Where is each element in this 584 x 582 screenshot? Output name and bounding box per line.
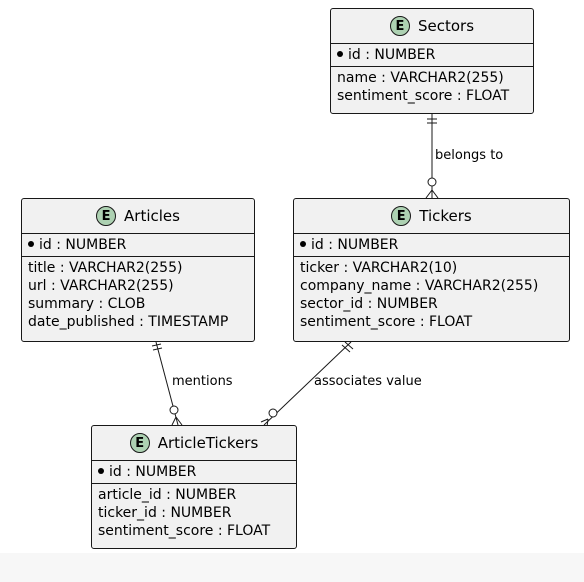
entity-icon: E [96, 206, 117, 226]
field-row: ticker : VARCHAR2(10) [300, 260, 458, 276]
field-row: company_name : VARCHAR2(255) [300, 278, 539, 294]
field-row: summary : CLOB [28, 296, 146, 312]
link-belongs-to [425, 114, 439, 199]
field-row: sentiment_score : FLOAT [337, 88, 510, 104]
primary-key-row: id : NUMBER [28, 236, 248, 254]
link-associates-value [260, 341, 354, 428]
field-row: sector_id : NUMBER [300, 296, 438, 312]
field-row: article_id : NUMBER [98, 487, 237, 503]
field-row: sentiment_score : FLOAT [300, 314, 473, 330]
key-bullet-icon [98, 468, 104, 474]
field-row: title : VARCHAR2(255) [28, 260, 183, 276]
entity-tickers[interactable]: E Tickers id : NUMBER ticker : VARCHAR2(… [293, 198, 570, 342]
primary-key-row: id : NUMBER [98, 463, 290, 481]
entity-title: Tickers [419, 207, 472, 225]
entity-title: Articles [124, 207, 180, 225]
field-row: url : VARCHAR2(255) [28, 278, 174, 294]
entity-sectors[interactable]: E Sectors id : NUMBER name : VARCHAR2(25… [330, 8, 534, 114]
field-row: name : VARCHAR2(255) [337, 70, 504, 86]
primary-key-row: id : NUMBER [300, 236, 563, 254]
entity-articletickers[interactable]: E ArticleTickers id : NUMBER article_id … [91, 425, 297, 549]
entity-articles[interactable]: E Articles id : NUMBER title : VARCHAR2(… [21, 198, 255, 342]
relationship-label-belongs-to: belongs to [435, 148, 504, 163]
primary-key-row: id : NUMBER [337, 46, 527, 64]
key-bullet-icon [28, 241, 34, 247]
entity-title: Sectors [417, 17, 475, 35]
field-row: date_published : TIMESTAMP [28, 314, 229, 330]
entity-icon: E [391, 206, 412, 226]
field-row: sentiment_score : FLOAT [98, 523, 271, 539]
key-bullet-icon [337, 51, 343, 57]
link-mentions [151, 341, 183, 426]
field-row: ticker_id : NUMBER [98, 505, 232, 521]
relationship-label-mentions: mentions [172, 374, 233, 389]
entity-title: ArticleTickers [157, 434, 259, 452]
entity-icon: E [129, 433, 150, 453]
entity-icon: E [389, 16, 410, 36]
canvas-bottom-strip [0, 553, 584, 582]
key-bullet-icon [300, 241, 306, 247]
relationship-label-associates-value: associates value [314, 374, 422, 389]
